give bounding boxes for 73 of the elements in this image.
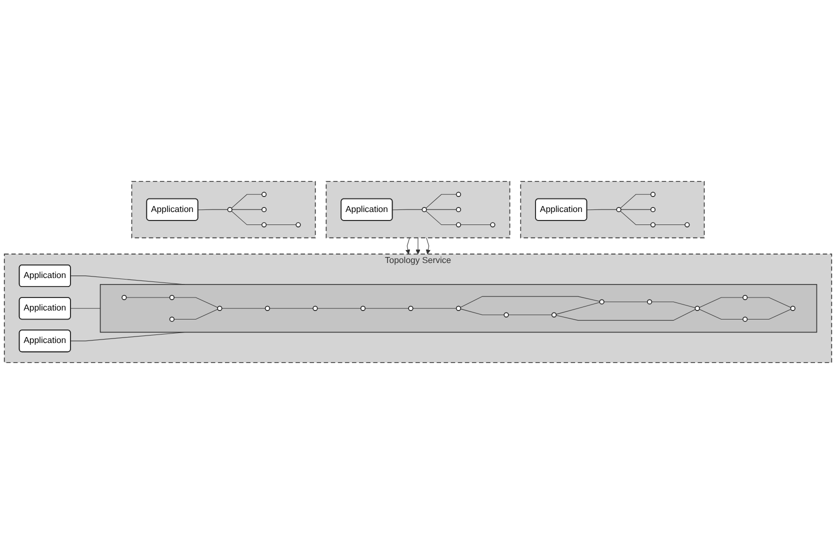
connector <box>392 209 422 210</box>
connector <box>174 297 218 308</box>
connector <box>586 209 617 210</box>
connector <box>266 224 296 226</box>
connector <box>556 309 696 321</box>
connector <box>460 296 600 308</box>
node-circle <box>684 222 690 228</box>
cluster <box>100 284 818 333</box>
connector <box>746 309 792 320</box>
node-circle <box>490 222 496 228</box>
node-circle <box>217 306 222 311</box>
connector <box>460 308 504 316</box>
node-circle <box>261 207 267 212</box>
node-circle <box>742 316 748 322</box>
connector <box>556 302 600 315</box>
node-circle <box>264 306 270 311</box>
cluster <box>520 180 705 238</box>
node-circle <box>616 207 622 212</box>
connector <box>426 194 457 208</box>
connector <box>746 297 792 308</box>
connector <box>174 309 218 320</box>
node-circle <box>456 222 462 228</box>
node-circle <box>312 306 318 311</box>
arrow <box>405 238 410 254</box>
node-circle <box>360 306 366 311</box>
connector <box>231 194 262 208</box>
node-circle <box>408 306 414 311</box>
node-circle <box>504 312 509 318</box>
node-circle <box>456 207 462 212</box>
node-circle <box>790 306 796 311</box>
cluster <box>326 180 510 238</box>
connector <box>654 224 686 226</box>
node-circle <box>456 306 462 311</box>
connector <box>412 308 457 309</box>
connector <box>620 209 652 210</box>
connector <box>460 224 491 226</box>
node-circle <box>650 207 656 212</box>
arrow <box>416 238 420 254</box>
connector <box>70 308 101 309</box>
node-circle <box>261 222 267 228</box>
node-circle <box>227 207 232 212</box>
connector <box>269 308 314 309</box>
connector <box>126 297 170 298</box>
node-circle <box>646 299 652 304</box>
connector <box>620 194 652 208</box>
connector <box>620 210 652 226</box>
node-circle <box>742 294 748 300</box>
node-circle <box>551 312 557 318</box>
connector <box>222 308 266 309</box>
connector <box>508 314 552 316</box>
connector <box>232 209 262 210</box>
arrow <box>426 238 431 254</box>
node-circle <box>169 316 175 322</box>
node-circle <box>456 192 462 197</box>
node-circle <box>122 294 127 300</box>
connector <box>699 297 744 308</box>
node-circle <box>296 222 301 228</box>
connector <box>426 209 457 210</box>
connector <box>364 308 409 309</box>
node-circle <box>422 207 427 212</box>
node-circle <box>650 222 656 228</box>
connector <box>651 302 696 308</box>
node-circle <box>261 192 267 197</box>
node-circle <box>694 306 700 311</box>
node-circle <box>599 299 604 304</box>
connector <box>699 309 744 320</box>
connector <box>231 210 262 226</box>
node-circle <box>169 294 175 300</box>
connector <box>198 209 228 210</box>
cluster <box>131 180 316 238</box>
connector <box>317 308 362 309</box>
connector <box>426 210 457 226</box>
node-circle <box>650 192 656 197</box>
